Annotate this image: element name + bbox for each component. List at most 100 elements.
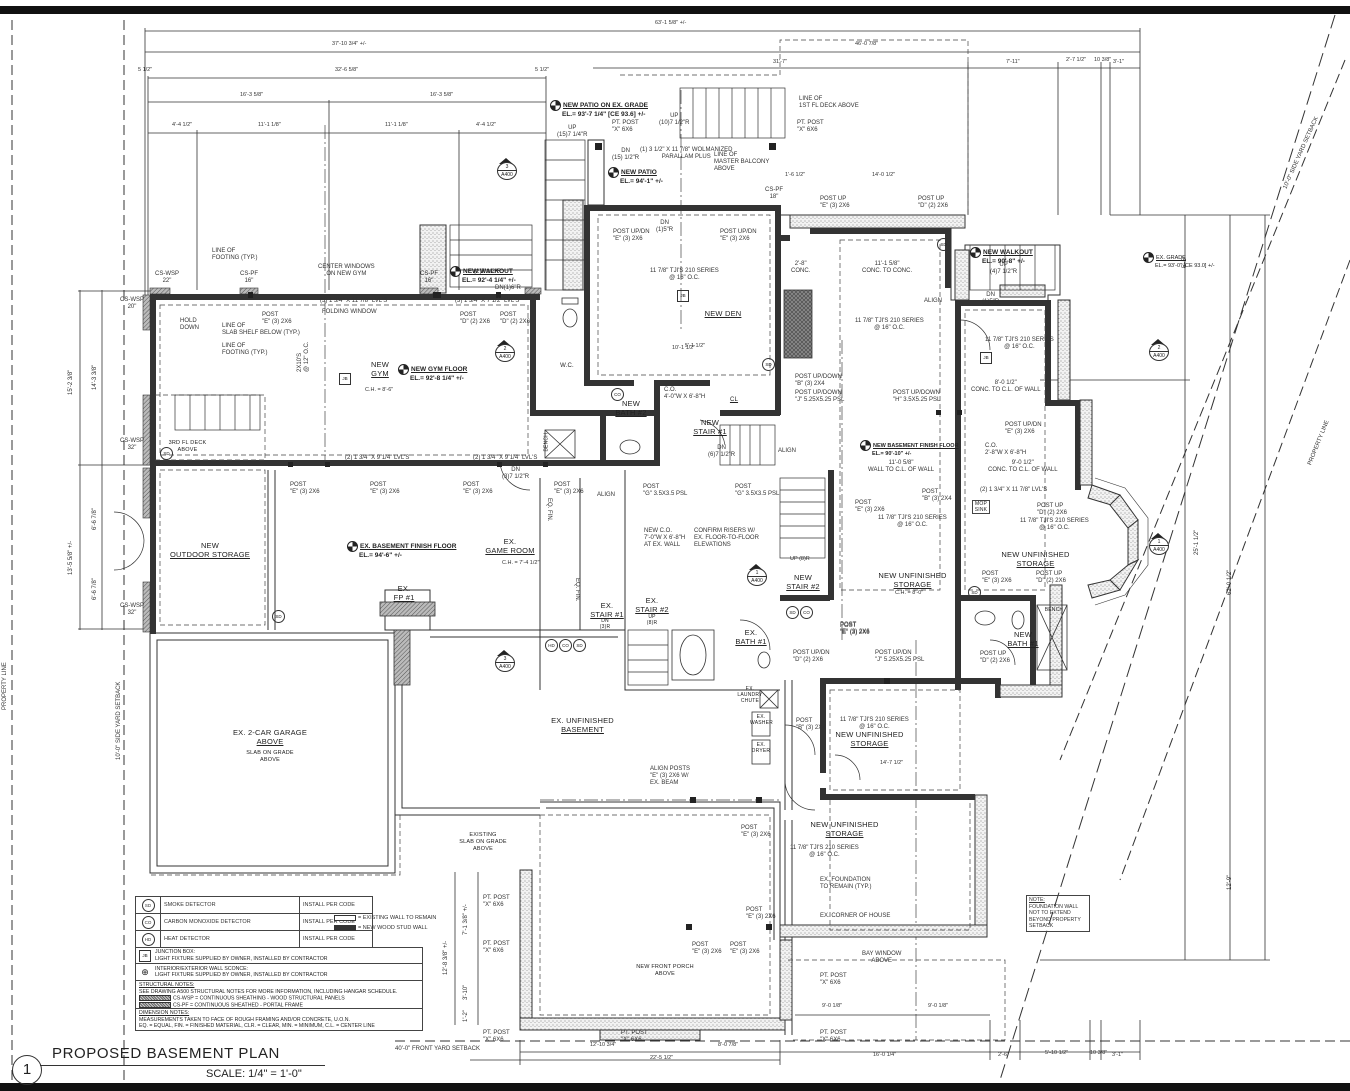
- post-callout: POST "G" 3.5x3.5 PSL: [735, 484, 780, 497]
- post-callout: POST UP/DN "D" (2) 2x6: [793, 650, 830, 663]
- post-callout: POST UP/DN "E" (3) 2x6: [1005, 422, 1042, 435]
- post-callout: POST UP "E" (3) 2x6: [820, 196, 850, 209]
- note-cs-pf-16b: CS-PF 16": [420, 271, 438, 284]
- dim-left-15-2: 15'-2 3/8": [68, 369, 74, 395]
- detector-legend-table: SD SMOKE DETECTOR INSTALL PER CODE CO CA…: [135, 896, 373, 948]
- stair-up-2: (2)7 1/2"R: [474, 269, 502, 275]
- dim-3-10: 3'-10": [463, 984, 469, 1000]
- property-line-left: PROPERTY LINE: [2, 662, 8, 710]
- dim-9-0a: 9'-0 1/8": [822, 1003, 843, 1009]
- note-line-of-slab-shelf: LINE OF SLAB SHELF BELOW (TYP.): [222, 323, 300, 336]
- note-line-master-balcony: LINE OF MASTER BALCONY ABOVE: [714, 152, 770, 172]
- smoke-detector-icon: SD: [573, 639, 586, 652]
- co-detector-icon: CO: [141, 915, 155, 929]
- elevation-marker-icon: [970, 247, 981, 258]
- pt-post-callout: PT. POST "X" 6x6: [820, 1030, 847, 1043]
- legend-wall-sconce: ⊕ INTERIOR/EXTERIOR WALL SCONCE:LIGHT FI…: [135, 964, 423, 981]
- note-joist-bottom: 11 7/8" TJI'S 210 SERIES @ 16" O.C.: [790, 845, 859, 858]
- smoke-detector-icon: SD: [786, 606, 799, 619]
- co-detector-icon: CO: [611, 388, 624, 401]
- smoke-detector-icon: SD: [160, 447, 173, 460]
- post-callout: POST "E" (3) 2x6: [554, 482, 584, 495]
- post-callout: POST UP/DN "E" (3) 2x6: [720, 229, 757, 242]
- note-wolmanized-beam: (1) 3 1/2" x 11 7/8" WOLMANIZED PARALLAM…: [640, 147, 733, 160]
- room-ex-bath-1: EX.BATH #1: [735, 628, 767, 646]
- bench-label: BENCH: [1044, 607, 1064, 613]
- smoke-detector-icon: SD: [968, 586, 981, 599]
- ex-stair-1-direction: DN(3)R: [599, 618, 611, 630]
- dim-left-14-3: 14'-3 3/8": [92, 364, 98, 390]
- wall-type-legend: = EXISTING WALL TO REMAIN = NEW WOOD STU…: [334, 913, 436, 933]
- note-co-right: C.O. 2'-8"W x 6'-8"H: [985, 443, 1027, 456]
- dim-right-25: 25'-1 1/2": [1194, 529, 1200, 555]
- pt-post-callout: PT. POST "X" 6x6: [483, 1030, 510, 1043]
- legend: SD SMOKE DETECTOR INSTALL PER CODE CO CA…: [135, 896, 605, 948]
- elevation-marker-icon: [550, 100, 561, 111]
- storage-ceiling-height: C.H. = 8'-0": [895, 590, 924, 596]
- legend-note: INSTALL PER CODE: [299, 896, 373, 914]
- stair-dn-1: DN(1)6"R: [495, 285, 521, 291]
- elevation-marker-icon: [608, 167, 619, 178]
- room-ex-stair-2: EX.STAIR #2: [635, 596, 669, 614]
- smoke-detector-icon: SD: [762, 358, 775, 371]
- legend-name: HEAT DETECTOR: [160, 930, 300, 948]
- pt-post-callout: PT. POST "X" 6x6: [797, 120, 824, 133]
- note-eq-fin-1: EQ. FIN.: [546, 498, 552, 522]
- ex-washer: EX.WASHER: [750, 714, 773, 726]
- dim-7-11: 7'-11": [1006, 59, 1020, 65]
- note-lvl-5: (2) 1 3/4" x 11 7/8" LVL'S: [980, 487, 1048, 493]
- note-conc-to-cl-2: 9'-0 1/2" CONC. TO C.L. OF WALL: [988, 460, 1058, 473]
- legend-row-smoke: SD SMOKE DETECTOR INSTALL PER CODE: [135, 896, 373, 914]
- note-lvl-1: (3) 1 3/4" x 11 7/8" LVL'S: [320, 298, 388, 304]
- side-yard-setback-left: 10'-0" SIDE YARD SETBACK: [116, 681, 122, 760]
- note-joist-lower: 11 7/8" TJI'S 210 SERIES @ 16" O.C.: [840, 717, 909, 730]
- drawing-title: PROPOSED BASEMENT PLAN: [52, 1045, 280, 1062]
- note-align-2: ALIGN: [778, 448, 797, 454]
- note-cs-wsp-22: CS-WSP 22": [155, 271, 179, 284]
- post-callout: POST "E" (3) 2x6: [840, 623, 870, 636]
- heat-detector-icon: HD: [545, 639, 558, 652]
- dim-16-0: 16'-0 1/4": [873, 1052, 897, 1058]
- title-underline: [40, 1065, 325, 1066]
- note-joist-gym: 2x10's @ 12" O.C.: [297, 341, 310, 372]
- legend-junction-box: JB JUNCTION BOX:LIGHT FIXTURE SUPPLIED B…: [135, 947, 423, 964]
- note-joist-den: 11 7/8" TJI'S 210 SERIES @ 16" O.C.: [650, 268, 719, 281]
- note-confirm-risers: CONFIRM RISERS W/ EX. FLOOR-TO-FLOOR ELE…: [694, 528, 759, 548]
- co-detector-icon: CO: [559, 639, 572, 652]
- post-callout: POST "E" (3) 2x6: [463, 482, 493, 495]
- note-lvl-2: (3) 1 3/4" x 7 1/2" LVL'S: [455, 298, 520, 304]
- dim-2-6: 2'-6": [998, 1052, 1009, 1058]
- cs-wsp-swatch: [139, 995, 171, 1001]
- note-conc-to-cl-1: 8'-0 1/2" CONC. TO C.L. OF WALL: [971, 380, 1041, 393]
- post-callout: POST "E" (3) 2x6: [982, 571, 1012, 584]
- dim-5-1a: 5 1/2": [138, 67, 153, 73]
- post-callout: POST "E" (3) 2x6: [730, 942, 760, 955]
- sheet-border-bottom: [0, 1083, 1350, 1091]
- post-callout: POST UP "D" (2) 2x6: [1037, 503, 1067, 516]
- stair-up-15: UP (15)7 1/4"R: [557, 125, 588, 138]
- dim-22-5: 22'-5 1/2": [650, 1055, 674, 1061]
- dim-14-0: 14'-0 1/2": [872, 172, 896, 178]
- dim-10-bottom: 10 3/8": [1090, 1050, 1108, 1056]
- co-detector-icon: CO: [800, 606, 813, 619]
- foundation-note-box: NOTE: FOUNDATION WALL NOT TO EXTEND BEYO…: [1026, 895, 1090, 932]
